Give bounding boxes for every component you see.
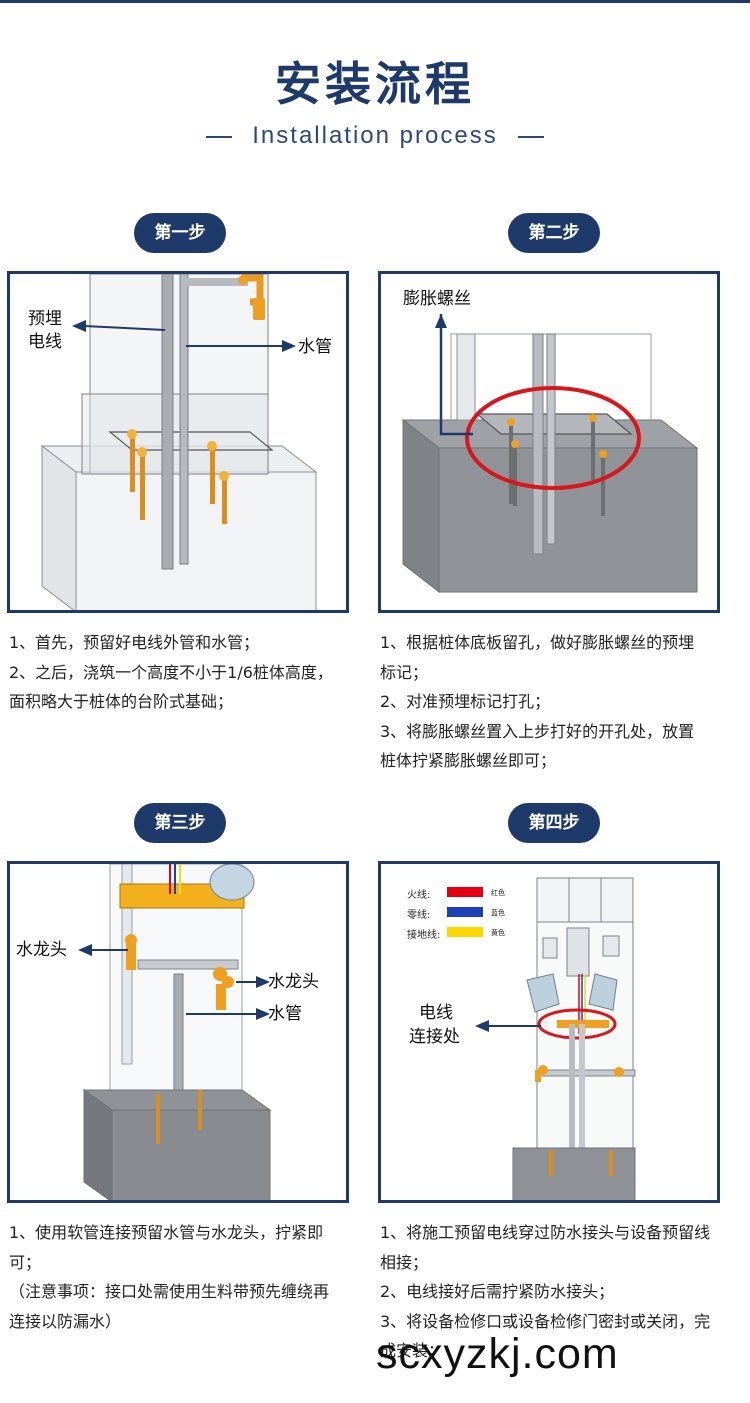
step-3-line: （注意事项：接口处需使用生料带预先缠绕再 [9, 1282, 330, 1301]
subtitle-text: Installation process [252, 122, 498, 149]
step-4-badge: 第四步 [508, 803, 600, 843]
step-4-line: 相接； [380, 1252, 429, 1272]
callout-wire: 电线 [419, 1003, 453, 1023]
step-3-illustration: 水龙头 水龙头 水管 [7, 861, 349, 1203]
step-3-line: 1、使用软管连接预留水管与水龙头，拧紧即 [9, 1223, 324, 1242]
callout-faucet-left: 水龙头 [16, 940, 67, 960]
site-watermark: scxyzkj.com [376, 1330, 619, 1378]
step-1-badge: 第一步 [134, 213, 226, 253]
step-3-description: 1、使用软管连接预留水管与水龙头，拧紧即 可； （注意事项：接口处需使用生料带预… [9, 1218, 359, 1336]
step-2-description: 1、根据桩体底板留孔，做好膨胀螺丝的预埋 标记； 2、对准预埋标记打孔； 3、将… [380, 628, 730, 776]
step-2-line: 2、对准预埋标记打孔； [380, 692, 551, 711]
step-1-line: 2、之后，浇筑一个高度不小于1/6桩体高度， [9, 662, 333, 682]
step-4-line: 2、电线接好后需拧紧防水接头； [380, 1282, 615, 1301]
step-1-line: 面积略大于桩体的台阶式基础； [9, 692, 234, 711]
callout-embedded: 预埋 [28, 309, 62, 329]
callout-wire: 电线 [28, 332, 62, 352]
step-2-line: 3、将膨胀螺丝置入上步打好的开孔处，放置 [380, 721, 695, 741]
step-1-description: 1、首先，预留好电线外管和水管； 2、之后，浇筑一个高度不小于1/6桩体高度， … [9, 628, 359, 717]
step-4-line: 成安装； [380, 1341, 445, 1360]
callout-water-pipe: 水管 [298, 337, 332, 357]
callout-water-pipe: 水管 [268, 1004, 302, 1024]
step-4-illustration: 火线: 红色 零线: 蓝色 接地线: 黄色 电线 连接处 [378, 861, 720, 1203]
step-1-illustration: 预埋 电线 水管 [7, 271, 349, 613]
legend-ground-note: 黄色 [491, 929, 505, 937]
subtitle-right-dash [517, 135, 544, 138]
step-2-line: 标记； [380, 662, 429, 682]
legend-live-label: 火线: [407, 890, 431, 901]
step-2-line: 1、根据桩体底板留孔，做好膨胀螺丝的预埋 [380, 633, 695, 652]
step-3-badge: 第三步 [134, 803, 226, 843]
legend-live-swatch [447, 887, 483, 897]
callout-expansion-bolt: 膨胀螺丝 [403, 289, 471, 309]
step-3-line: 连接以防漏水） [9, 1311, 122, 1331]
page-title: 安装流程 [275, 57, 475, 111]
page-subtitle: Installation process [0, 122, 750, 150]
step-3-line: 可； [9, 1252, 42, 1272]
step-4-line: 3、将设备检修口或设备检修门密封或关闭，完 [380, 1311, 711, 1331]
legend-ground-wire: 接地线: 黄色 [407, 926, 527, 941]
legend-ground-swatch [447, 927, 483, 937]
callout-connection: 连接处 [409, 1027, 460, 1047]
legend-live-note: 红色 [491, 889, 505, 897]
legend-neutral-swatch [447, 907, 483, 917]
step-4-description: 1、将施工预留电线穿过防水接头与设备预留线 相接； 2、电线接好后需拧紧防水接头… [380, 1218, 730, 1366]
top-rule [0, 0, 750, 3]
subtitle-left-dash [206, 135, 233, 138]
legend-live-wire: 火线: 红色 [407, 886, 527, 901]
step-3-drawing [78, 864, 272, 1200]
legend-neutral-note: 蓝色 [491, 909, 505, 917]
legend-ground-label: 接地线: [407, 930, 441, 941]
callout-faucet-right: 水龙头 [268, 972, 319, 992]
step-2-illustration: 膨胀螺丝 [378, 271, 720, 613]
step-2-drawing [401, 314, 699, 594]
step-1-drawing [40, 274, 318, 610]
step-4-line: 1、将施工预留电线穿过防水接头与设备预留线 [380, 1223, 711, 1242]
step-4-drawing [475, 877, 636, 1200]
step-2-line: 桩体拧紧膨胀螺丝即可； [380, 751, 557, 770]
legend-neutral-wire: 零线: 蓝色 [407, 906, 527, 921]
legend-neutral-label: 零线: [407, 910, 431, 921]
step-2-badge: 第二步 [508, 213, 600, 253]
step-1-line: 1、首先，预留好电线外管和水管； [9, 633, 260, 652]
